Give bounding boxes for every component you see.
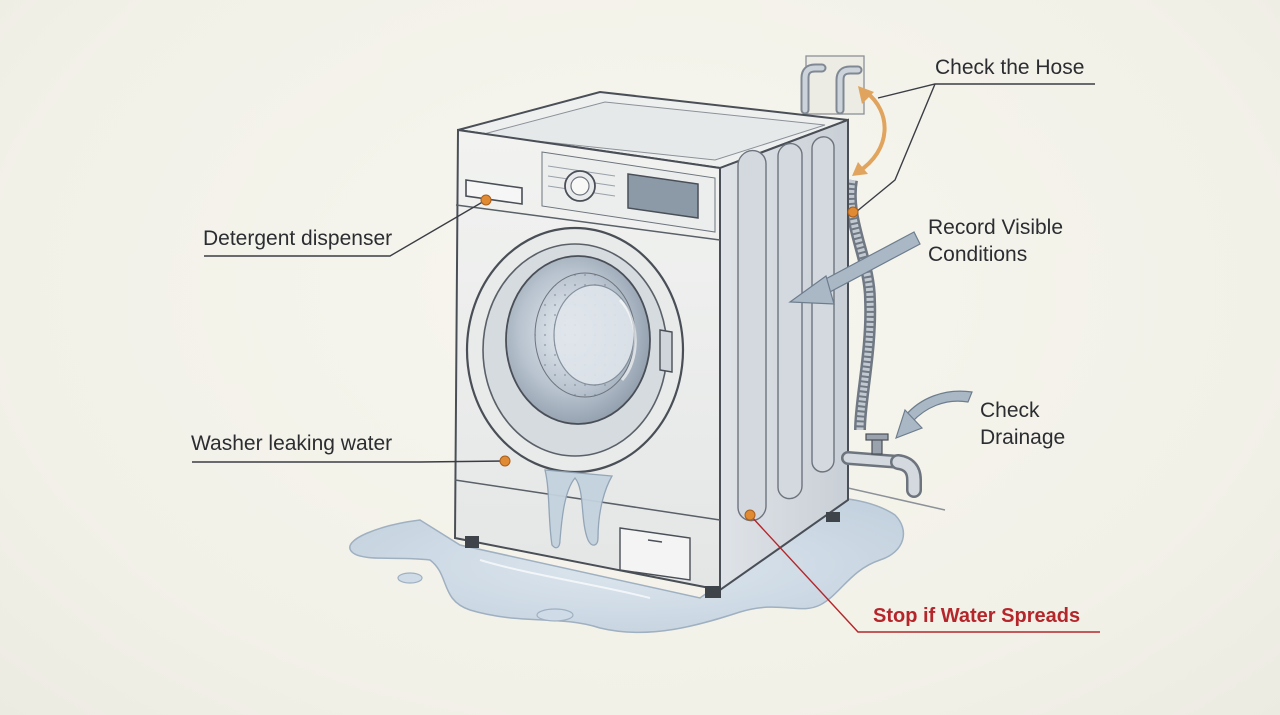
leader-detergent [204, 199, 487, 257]
leader-check-hose [877, 83, 1095, 99]
label-detergent-dispenser: Detergent dispenser [203, 227, 393, 250]
water-puddle [349, 497, 905, 634]
label-record-conditions: Record Visible Conditions [928, 214, 1063, 268]
water-drips [544, 469, 614, 549]
label-stop-spreads: Stop if Water Spreads [873, 605, 1081, 627]
marker-hose [847, 206, 859, 218]
label-drainage-line1: Check [980, 399, 1040, 422]
record-conditions-arrow [788, 231, 921, 305]
label-record-line1: Record Visible [928, 216, 1064, 239]
hose-check-arrow [852, 86, 887, 176]
marker-detergent [480, 194, 492, 206]
leader-washer-leaking [192, 460, 506, 463]
label-record-line2: Conditions [928, 243, 1028, 266]
callout-markers [480, 194, 859, 521]
leader-stop-spreads [749, 514, 1100, 633]
drainage-arrow [895, 390, 973, 440]
marker-leak [499, 455, 511, 467]
label-check-hose: Check the Hose [935, 56, 1085, 79]
leader-check-hose-lower [855, 83, 936, 213]
washing-machine [453, 90, 849, 598]
label-washer-leaking: Washer leaking water [191, 432, 393, 455]
label-check-drainage: Check Drainage [980, 397, 1065, 451]
leader-lines [192, 83, 1100, 633]
drain-pipe [841, 433, 922, 498]
marker-spread [744, 509, 756, 521]
label-drainage-line2: Drainage [980, 426, 1066, 449]
